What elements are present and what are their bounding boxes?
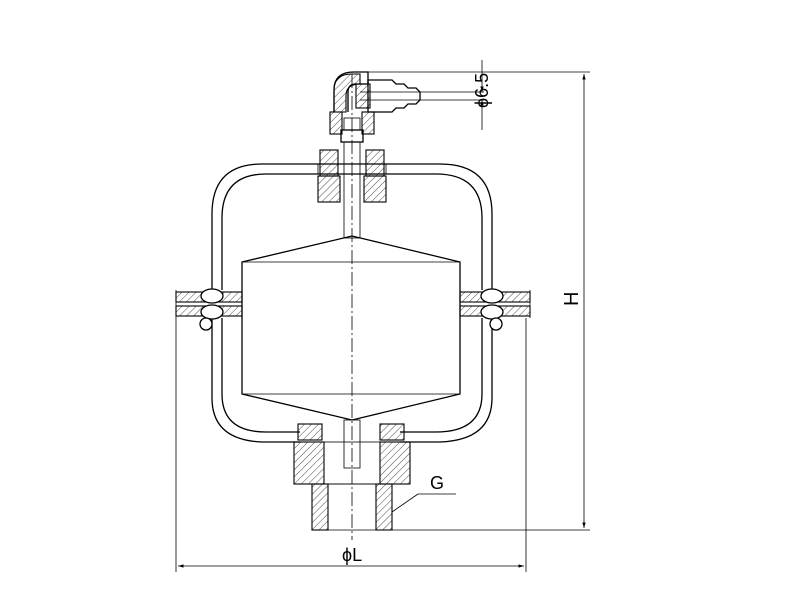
thread-label: G — [430, 473, 444, 493]
dimension-tube-diameter — [418, 60, 484, 130]
height-label: H — [561, 292, 583, 306]
tube-diameter-label: ϕ6.5 — [472, 73, 492, 108]
top-fitting — [317, 71, 421, 203]
mid-flange-clamp — [175, 288, 531, 331]
bottom-fitting — [293, 423, 411, 531]
dimension-height — [368, 71, 590, 531]
float-body — [241, 235, 461, 469]
dimension-diameter — [175, 318, 527, 572]
diameter-label: ϕL — [342, 545, 362, 565]
dimension-thread — [391, 493, 456, 513]
